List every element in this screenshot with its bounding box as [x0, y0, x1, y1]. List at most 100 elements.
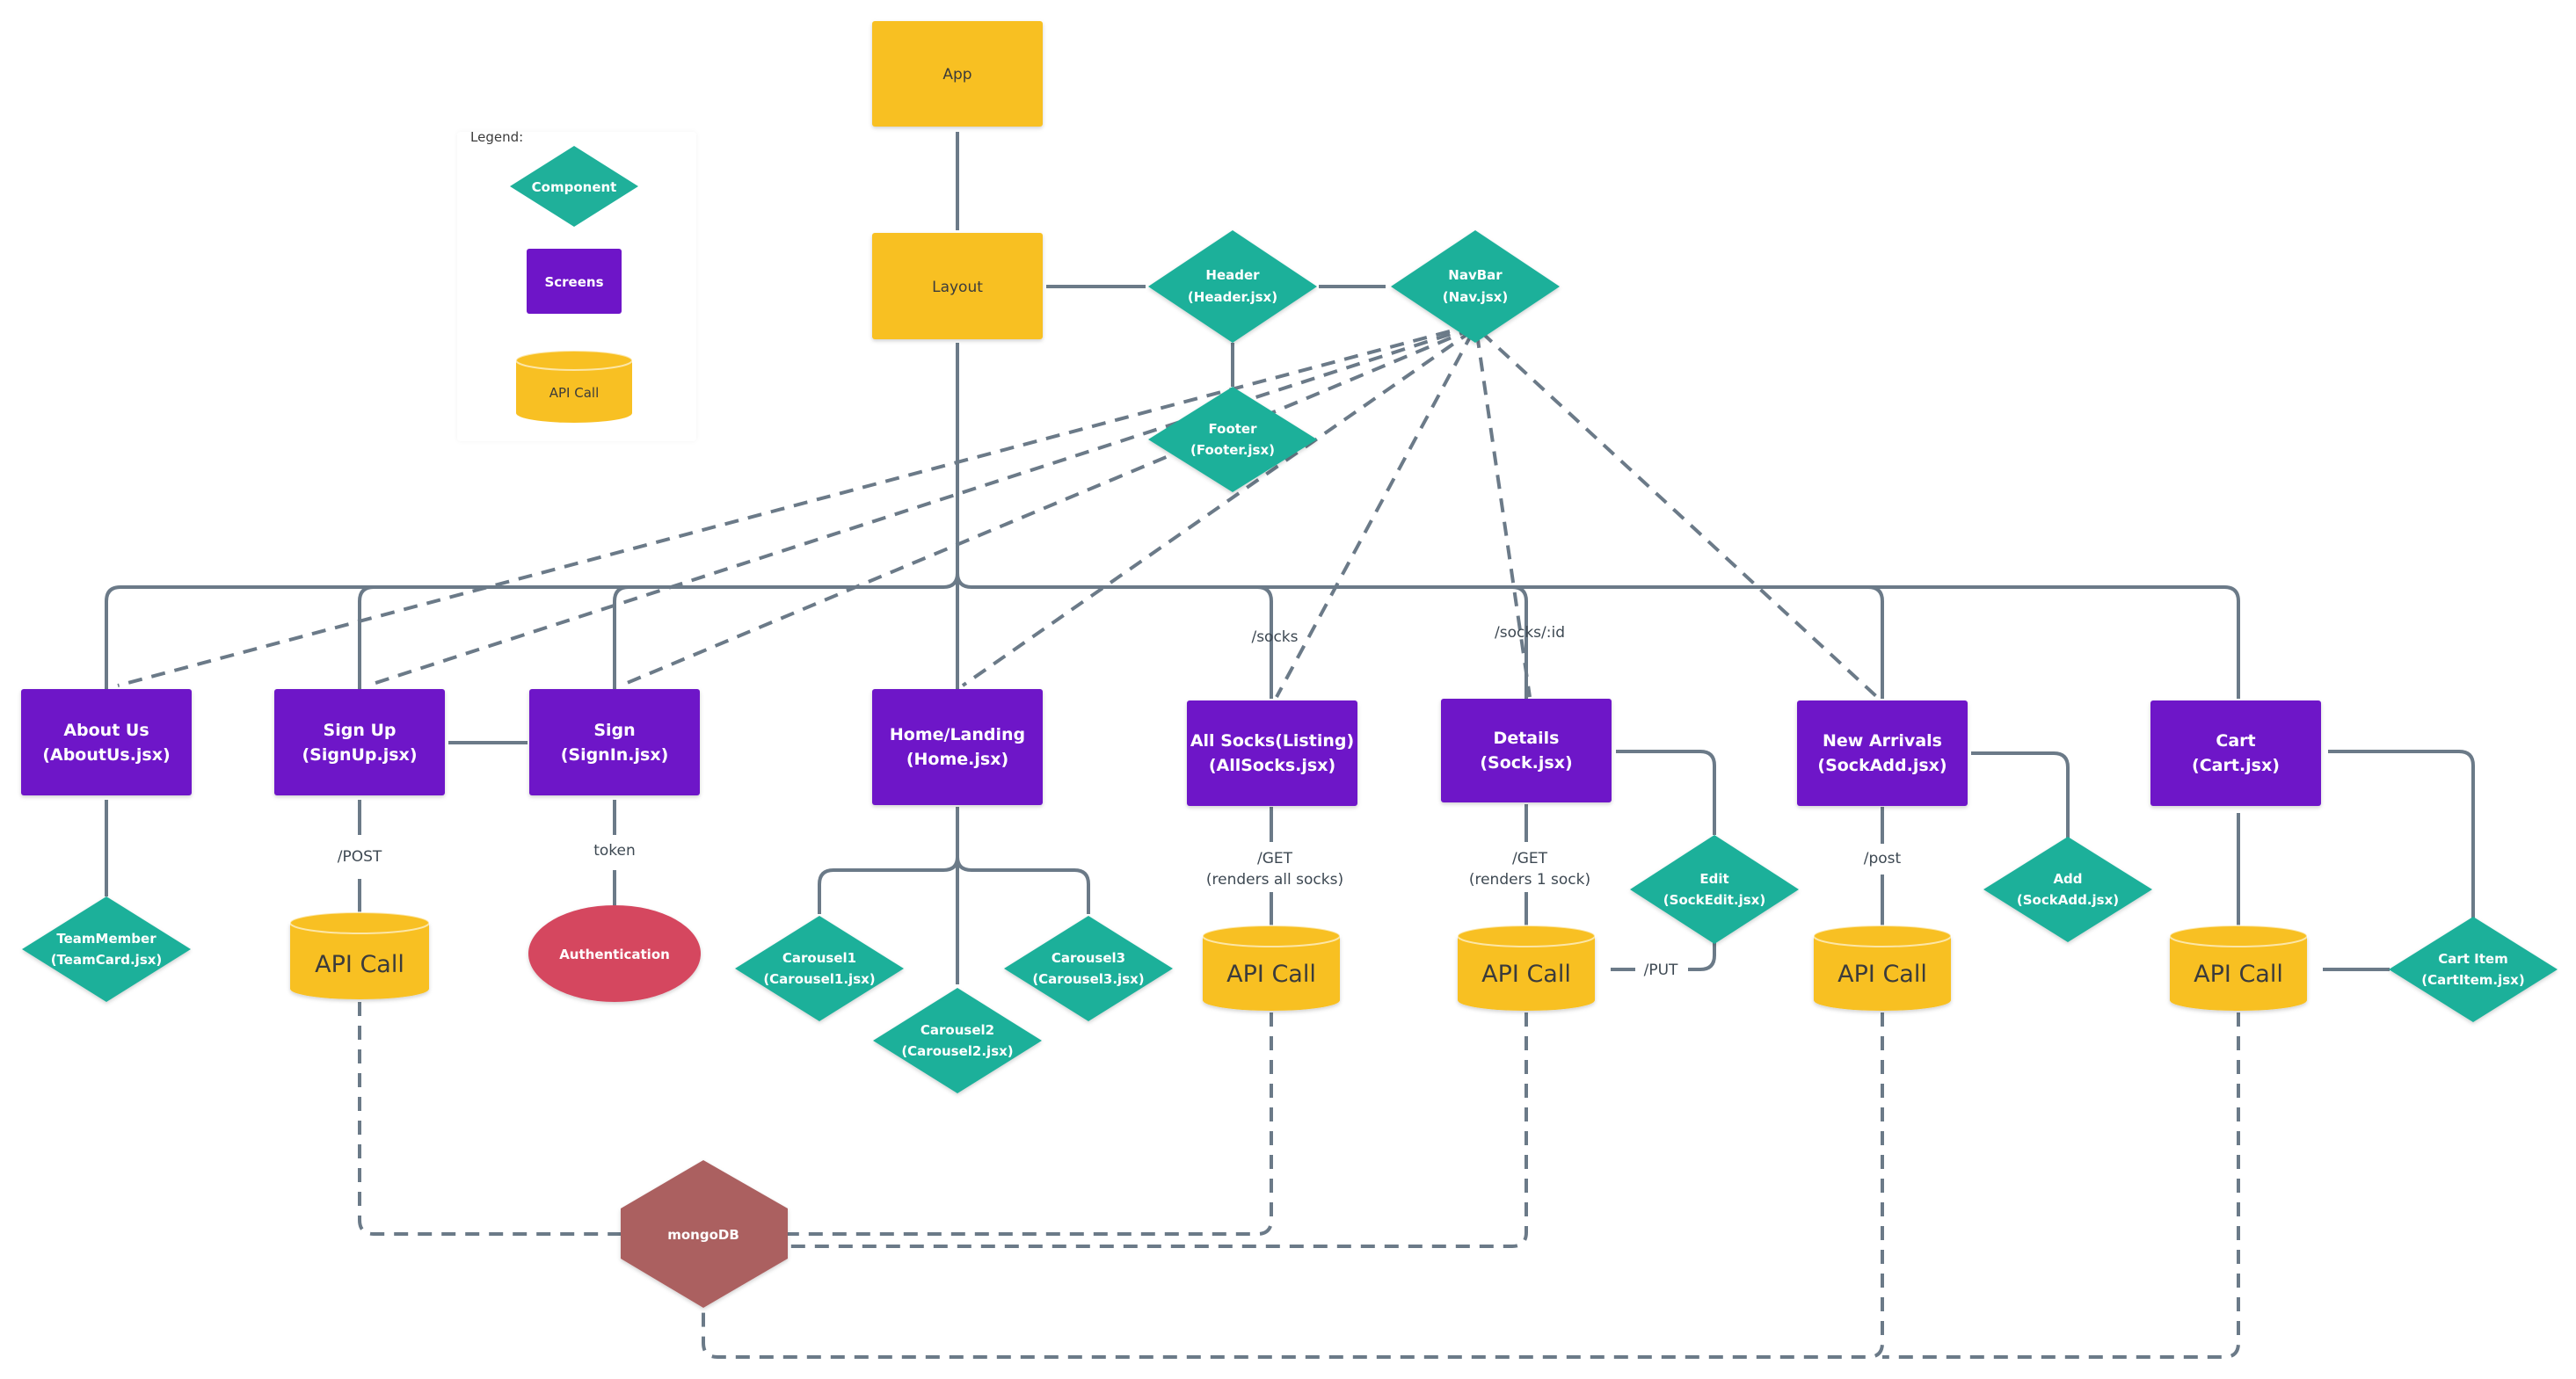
add-name: Add	[2053, 871, 2082, 887]
label-get-allsocks: /GET	[1257, 850, 1293, 867]
legend-api-cylinder	[515, 350, 633, 423]
screen-all-socks: All Socks(Listing) (AllSocks.jsx)	[1187, 700, 1357, 806]
app-node: App	[872, 21, 1043, 127]
screen-sign-up: Sign Up (SignUp.jsx)	[274, 689, 445, 795]
api-call-details: API Call	[1457, 925, 1596, 1011]
api-call-details-label: API Call	[1481, 961, 1571, 988]
legend-title: Legend:	[470, 129, 523, 145]
mongodb-node: mongoDB	[621, 1160, 788, 1308]
legend-api-label: API Call	[549, 385, 600, 401]
header-component: Header (Header.jsx)	[1148, 230, 1317, 343]
home-name: Home/Landing	[890, 725, 1025, 744]
edge-cart-cartitem	[2328, 750, 2475, 918]
teammember-file: (TeamCard.jsx)	[51, 952, 163, 968]
label-post-lower: /post	[1864, 850, 1902, 867]
api-call-allsocks: API Call	[1202, 925, 1341, 1011]
carousel2-name: Carousel2	[921, 1022, 994, 1038]
api-call-newarrivals: API Call	[1813, 925, 1952, 1011]
legend-screens-box	[527, 249, 622, 314]
carousel1-component: Carousel1 (Carousel1.jsx)	[735, 916, 904, 1021]
edge-bus-details	[1511, 585, 1528, 699]
edge-home-carousels	[818, 807, 1090, 984]
edit-component: Edit (SockEdit.jsx)	[1630, 835, 1799, 944]
edit-name: Edit	[1699, 871, 1728, 887]
label-renders-all: (renders all socks)	[1206, 871, 1343, 889]
connectors	[105, 132, 2475, 1359]
edge-newarrivals-add	[1971, 751, 2070, 839]
allsocks-name: All Socks(Listing)	[1190, 731, 1354, 751]
edit-file: (SockEdit.jsx)	[1663, 892, 1765, 908]
footer-component: Footer (Footer.jsx)	[1148, 387, 1317, 492]
label-get-details: /GET	[1512, 850, 1548, 867]
signup-file: (SignUp.jsx)	[302, 745, 417, 765]
label-socks: /socks	[1251, 628, 1298, 646]
screen-new-arrivals: New Arrivals (SockAdd.jsx)	[1797, 700, 1968, 806]
navbar-name: NavBar	[1448, 267, 1503, 283]
carousel2-component: Carousel2 (Carousel2.jsx)	[873, 988, 1042, 1093]
edge-nav-allsocks	[1275, 331, 1474, 698]
signin-file: (SignIn.jsx)	[561, 745, 669, 765]
about-file: (AboutUs.jsx)	[42, 745, 170, 765]
mongodb-label: mongoDB	[667, 1227, 739, 1243]
edge-allsocks-api-db	[788, 1012, 1273, 1236]
label-token: token	[593, 842, 636, 860]
header-name: Header	[1205, 267, 1260, 283]
edge-newarrivals-api-db	[702, 1012, 1884, 1359]
teammember-component: TeamMember (TeamCard.jsx)	[22, 896, 191, 1002]
edge-bus-newarrivals	[1867, 585, 1884, 699]
details-file: (Sock.jsx)	[1480, 753, 1572, 773]
api-call-cart: API Call	[2169, 925, 2308, 1011]
cart-name: Cart	[2216, 731, 2255, 751]
edge-bus-allsocks	[1256, 585, 1273, 699]
edge-bus-signup	[358, 585, 375, 689]
api-call-signup-label: API Call	[315, 951, 404, 978]
carousel3-name: Carousel3	[1052, 950, 1125, 966]
api-call-allsocks-label: API Call	[1226, 961, 1316, 988]
screen-details: Details (Sock.jsx)	[1441, 699, 1612, 802]
layout-label: Layout	[932, 279, 983, 296]
cartitem-component: Cart Item (CartItem.jsx)	[2389, 917, 2558, 1022]
screen-sign-in: Sign (SignIn.jsx)	[529, 689, 700, 795]
edge-details-api-db	[774, 1012, 1528, 1248]
api-call-signup: API Call	[289, 911, 430, 999]
edge-nav-newarrivals	[1480, 330, 1879, 699]
edge-labels: /socks /socks/:id /POST token /GET (rend…	[338, 624, 1902, 979]
label-renders-one: (renders 1 sock)	[1469, 871, 1590, 889]
details-name: Details	[1494, 729, 1560, 748]
navbar-file: (Nav.jsx)	[1443, 289, 1508, 305]
edge-nav-details	[1475, 333, 1532, 698]
edge-bus-right	[956, 572, 2240, 699]
footer-name: Footer	[1209, 421, 1258, 437]
newarrivals-file: (SockAdd.jsx)	[1817, 756, 1947, 775]
legend-component-diamond	[510, 146, 638, 227]
layout-node: Layout	[872, 233, 1043, 339]
cartitem-file: (CartItem.jsx)	[2421, 972, 2524, 988]
navbar-component: NavBar (Nav.jsx)	[1391, 230, 1560, 343]
carousel3-file: (Carousel3.jsx)	[1032, 971, 1144, 987]
edge-cart-api-db	[1882, 1012, 2240, 1359]
app-label: App	[942, 66, 971, 83]
carousel1-name: Carousel1	[782, 950, 856, 966]
teammember-name: TeamMember	[56, 931, 156, 947]
edge-nav-signin	[620, 327, 1474, 687]
authentication-node: Authentication	[528, 905, 701, 1002]
home-file: (Home.jsx)	[906, 750, 1008, 769]
edge-api-edit-put	[1611, 942, 1716, 971]
carousel2-file: (Carousel2.jsx)	[901, 1043, 1013, 1059]
edge-nav-signup	[367, 325, 1474, 687]
edge-details-edit	[1616, 750, 1716, 835]
authentication-label: Authentication	[559, 947, 670, 962]
signin-name: Sign	[593, 721, 635, 740]
label-socks-id: /socks/:id	[1495, 624, 1565, 642]
header-file: (Header.jsx)	[1188, 289, 1277, 305]
label-post-upper: /POST	[338, 848, 382, 866]
carousel3-component: Carousel3 (Carousel3.jsx)	[1004, 916, 1173, 1021]
cart-file: (Cart.jsx)	[2192, 756, 2280, 775]
api-call-cart-label: API Call	[2194, 961, 2283, 988]
legend: Legend: Component Screens API Call	[470, 129, 638, 423]
legend-component-label: Component	[532, 179, 617, 195]
edge-bus-signin	[613, 585, 629, 689]
carousel1-file: (Carousel1.jsx)	[763, 971, 875, 987]
about-name: About Us	[63, 721, 149, 740]
